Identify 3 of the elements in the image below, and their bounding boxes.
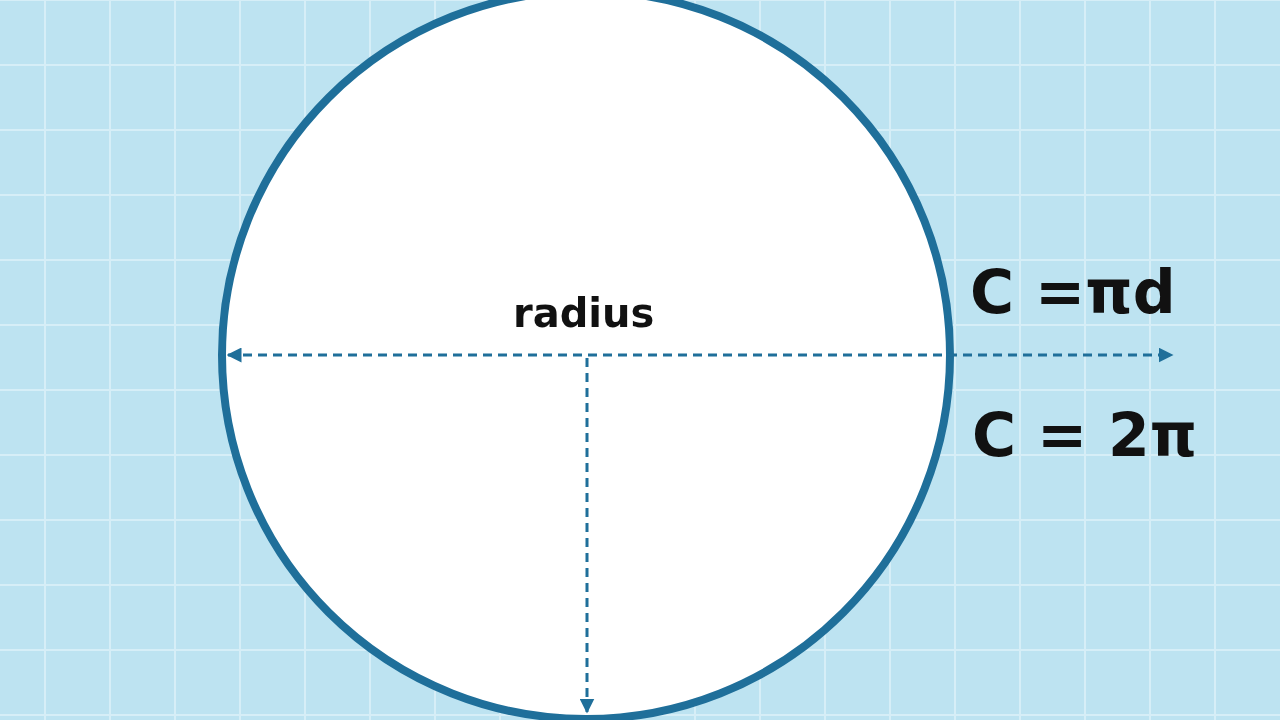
formula-text: C = 2π [972, 405, 1198, 465]
radius-label: radius [513, 290, 655, 336]
formula-text: C =πd [970, 262, 1176, 322]
